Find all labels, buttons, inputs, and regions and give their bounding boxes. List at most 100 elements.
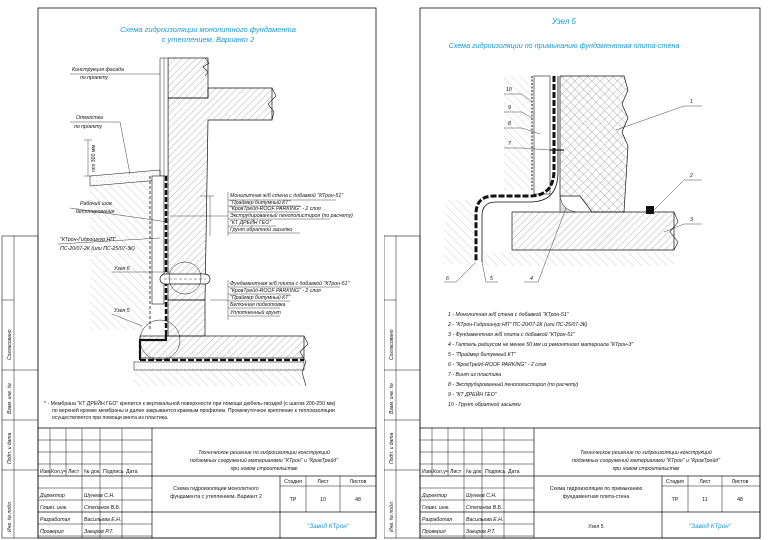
list-label: Лист (317, 479, 329, 485)
legend-8: 8 - Экструдированный пенополистирол (по … (448, 381, 579, 388)
col-data: Дата (126, 469, 138, 475)
col-list: Лист (450, 469, 462, 475)
legend-9: 9 - "КТ ДРЕЙН ГЕО" (448, 390, 498, 398)
role-director: Директор (39, 493, 65, 499)
sheets-value: 48 (737, 497, 743, 503)
membrane (474, 76, 556, 262)
callout-2: 2 (689, 173, 693, 179)
side-inv: Инв. № подл. (7, 501, 13, 532)
right-title-2: Схема гидроизоляции по примыканию фундам… (449, 41, 680, 50)
tb-title-3: при новом строительстве (613, 466, 680, 472)
node5-circle (139, 319, 181, 361)
role-prover: Проверил (40, 529, 64, 535)
compacted-soil (134, 370, 304, 386)
note-1: * - Мембрана "КТ ДРЕЙН ГЕО" крепится к в… (44, 399, 336, 407)
tb-title-3: при новом строительстве (231, 466, 298, 472)
side-vzam: Взам. инв. № (389, 382, 395, 414)
backfill (504, 76, 532, 190)
tb-title-1: Техническое решение по гидроизоляции кон… (580, 449, 712, 456)
waterstop (646, 206, 654, 214)
upper-wall (167, 57, 209, 99)
role-razrab: Разработал (40, 517, 70, 523)
col-ndok: № док. (466, 469, 483, 475)
note-3: осуществляется при помощи винта из пласт… (52, 415, 168, 421)
name-razrab: Васильева Е.Н. (84, 517, 121, 523)
col-izm: Изм. (40, 469, 51, 475)
legend-4: 4 - Галтель радиусом не менее 50 мм из р… (448, 342, 634, 348)
tb-uzel: Узел 5 (588, 524, 604, 530)
name-glavn: Степанов В.Б. (84, 505, 120, 511)
role-razrab: Разработал (422, 517, 452, 523)
sheet-value: 10 (320, 497, 326, 503)
legend-6: 6 - "КровТрейд-ROOF PARKING" - 2 слоя (448, 361, 546, 368)
side-soglas: Согласовано (389, 329, 395, 360)
otmostka-label-1: Отмостка (76, 115, 103, 121)
col-data: Дата (508, 469, 520, 475)
tb-sheetname-1: Схема гидроизоляции по примыканию (550, 486, 643, 492)
ktron-label-1: "КТрон-Гидрошнур НП" (60, 237, 117, 243)
callout-9: 9 (508, 105, 511, 111)
left-title-1: Схема гидроизоляции монолитного фундамен… (120, 25, 296, 34)
col-podp: Подпись (103, 469, 124, 475)
tb-title-2: подземных сооружений материалами "КТрон"… (572, 457, 721, 464)
role-glavn: Главн. инж. (422, 505, 450, 511)
name-director: Шунеев С.Н. (466, 493, 497, 499)
col-list: Лист (68, 469, 80, 475)
role-director: Директор (421, 493, 447, 499)
legend-5: 5 - "Праймер битумный КТ" (448, 351, 517, 358)
name-glavn: Степанов В.Б. (466, 505, 502, 511)
stadia-label: Стадия (666, 479, 684, 485)
right-title-block (419, 427, 761, 539)
legend-10: 10 - Грунт обратной засыпки (448, 401, 521, 408)
min-dim: min 300 мм (91, 145, 97, 172)
col-podp: Подпись (485, 469, 506, 475)
callouts: 10 9 8 7 1 2 3 6 5 4 (444, 87, 702, 283)
col-kol: Кол.уч (51, 469, 67, 475)
col-kol: Кол.уч (433, 469, 449, 475)
legend-2: 2 - "КТрон-Гидрошнур НП" ПС-20/07-2К (ил… (447, 322, 588, 328)
role-glavn: Главн. инж. (40, 505, 68, 511)
name-razrab: Васильева Е.Н. (466, 517, 503, 523)
wall-layer-5: "КТ ДРЕЙН ГЕО" (230, 218, 272, 226)
name-prover: Закиров Р.Т. (84, 529, 114, 535)
tb-sheetname-1: Схема гидроизоляции монолитного (173, 486, 259, 492)
stadia-label: Стадия (284, 479, 302, 485)
legend-1: 1 - Монолитная ж/б стена с добавкой "КТр… (448, 311, 570, 318)
callout-10: 10 (506, 87, 512, 93)
side-stamp (384, 235, 421, 539)
tb-title-2: подземных сооружений материалами "КТрон"… (190, 457, 339, 464)
note-2: по верхней кромке мембраны и далее закры… (52, 407, 335, 414)
eps-vertical (151, 175, 165, 305)
joint-label-2: бетонирования (76, 209, 115, 215)
concrete-prep (133, 361, 305, 371)
joint-label-1: Рабочий шов (80, 200, 112, 207)
legend-7: 7 - Винт из пластика (448, 372, 501, 378)
slab (511, 211, 675, 251)
wall (559, 75, 629, 213)
stage-value: ТР (290, 497, 297, 503)
name-director: Шунеев С.Н. (84, 493, 115, 499)
side-soglas: Согласовано (7, 329, 13, 360)
stage-value: ТР (672, 497, 679, 503)
callout-5: 5 (490, 276, 493, 282)
legend: 1 - Монолитная ж/б стена с добавкой "КТр… (447, 311, 634, 408)
slab-layer-2: "КровТрейд-ROOF PARKING" - 2 слоя (230, 287, 321, 294)
left-title-2: с утеплением. Вариант 2 (162, 35, 255, 44)
company: "Завод КТрон" (307, 522, 350, 530)
slab-layer-5: Уплотненный грунт (230, 309, 282, 316)
callout-6: 6 (446, 276, 449, 282)
col-ndok: № док. (84, 469, 101, 475)
otmostka-label-2: по проекту (74, 124, 102, 130)
left-title-block (37, 427, 377, 539)
sheets-value: 48 (355, 497, 361, 503)
uzel5-label: Узел 5 (114, 308, 130, 314)
right-title-1: Узел 5 (551, 17, 577, 26)
backfill (90, 180, 150, 330)
list-label: Лист (699, 479, 711, 485)
uzel6-label: Узел 6 (114, 266, 130, 272)
sheet-left: Согласовано Взам. инв. № Подп. и дата Ин… (1, 7, 377, 539)
sheet-value: 11 (702, 497, 707, 503)
facade-label-1: Конструкция фасада (72, 67, 124, 73)
slab-layer-4: Бетонная подготовка (230, 302, 285, 308)
listov-label: Листов (350, 479, 367, 485)
